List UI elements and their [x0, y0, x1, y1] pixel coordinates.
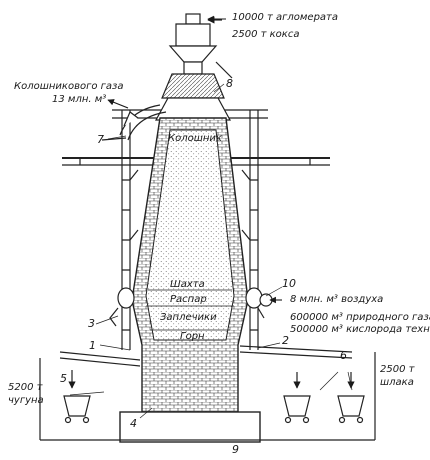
pig-iron-label-2: чугуна: [8, 395, 44, 406]
zone-hearth: Горн: [180, 331, 205, 342]
foundation-9: [119, 411, 261, 443]
callout-2: 2: [282, 334, 289, 347]
callout-10: 10: [282, 277, 296, 290]
runners: [39, 345, 376, 441]
pig-iron-label-1: 5200 т: [8, 382, 43, 393]
zone-stack: Шахта: [170, 279, 205, 290]
tuyere-ring: [109, 287, 273, 327]
callout-4: 4: [130, 417, 137, 430]
callout-8: 8: [226, 77, 233, 90]
natural-gas-label: 600000 м³ природного газа: [290, 312, 430, 323]
charging-apparatus: [154, 13, 233, 121]
callout-7: 7: [97, 133, 104, 146]
zone-top: Колошник: [168, 133, 222, 144]
flow-arrows: [107, 15, 282, 304]
callout-3: 3: [88, 317, 95, 330]
zone-lines: [146, 289, 234, 331]
top-gas-label-1: Колошникового газа: [14, 81, 124, 92]
callout-9: 9: [232, 443, 239, 456]
sinter-label: 10000 т агломерата: [232, 12, 339, 23]
coke-label: 2500 т кокса: [232, 29, 300, 40]
callout-5: 5: [60, 372, 67, 385]
zone-belly: Распар: [170, 294, 207, 305]
gas-offtake: [101, 104, 167, 141]
iron-ladle-5: [63, 370, 91, 424]
callout-1: 1: [89, 339, 96, 352]
callout-6: 6: [340, 349, 347, 362]
slag-label-2: шлака: [380, 377, 414, 388]
slag-label-1: 2500 т: [380, 364, 415, 375]
air-label: 8 млн. м³ воздуха: [290, 294, 384, 305]
oxygen-label: 500000 м³ кислорода техн.: [290, 324, 430, 335]
slag-ladle-left: [283, 372, 311, 424]
top-gas-label-2: 13 млн. м³: [52, 94, 107, 105]
zone-bosh: Заплечики: [160, 312, 217, 323]
furnace-interior: [145, 129, 235, 341]
slag-ladle-right: [337, 372, 365, 424]
leader-lines: [69, 83, 353, 419]
